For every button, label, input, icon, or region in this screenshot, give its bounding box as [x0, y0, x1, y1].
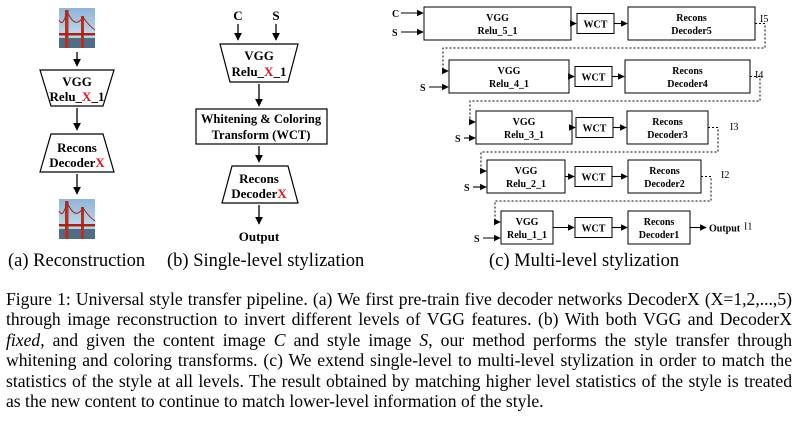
encoder-layer: Relu_2_1 — [506, 179, 546, 190]
encoder-layer: Relu_4_1 — [489, 79, 529, 90]
vgg-encoder-box — [423, 6, 572, 41]
decoder-name: DecoderX — [231, 186, 287, 201]
output-label: Output — [239, 229, 280, 244]
style-input-label: S — [392, 28, 398, 39]
style-input-label: S — [464, 183, 470, 194]
decoder-name: DecoderX — [49, 155, 105, 170]
intermediate-label: I4 — [755, 70, 763, 81]
encoder-title: VGG — [486, 13, 509, 24]
intermediate-label: I2 — [721, 170, 729, 181]
figure-caption: Figure 1: Universal style transfer pipel… — [6, 289, 792, 412]
decoder-name: Decoder4 — [667, 79, 708, 90]
wct-box — [195, 108, 328, 145]
style-input-label: S — [420, 83, 426, 94]
decoder-name: Decoder3 — [647, 130, 688, 141]
subcaption-c: (c) Multi-level stylization — [489, 251, 680, 271]
wct-label: WCT — [582, 73, 606, 84]
intermediate-label: I1 — [744, 222, 752, 233]
intermediate-label: I3 — [730, 122, 738, 133]
vgg-encoder-shape — [39, 69, 115, 107]
encoder-title: VGG — [244, 48, 274, 63]
decoder-box — [627, 210, 691, 245]
output-image-thumbnail — [58, 198, 96, 240]
decoder-title: Recons — [672, 66, 703, 77]
decoder-name: Decoder1 — [639, 230, 680, 241]
encoder-title: VGG — [516, 217, 539, 228]
vgg-encoder-box — [475, 110, 573, 145]
wct-line-1: Whitening & Coloring — [201, 112, 322, 126]
decoder-title: Recons — [239, 171, 279, 186]
decoder-box — [626, 110, 709, 145]
wct-line-2: Transform (WCT) — [212, 128, 311, 142]
style-input-label: S — [455, 134, 461, 145]
decoder-title: Recons — [652, 117, 683, 128]
vgg-encoder-shape — [219, 43, 299, 83]
encoder-title: VGG — [515, 166, 538, 177]
decoder-box — [627, 6, 756, 41]
encoder-layer: Relu_X_1 — [232, 64, 287, 79]
decoder-shape — [39, 133, 115, 173]
encoder-title: VGG — [513, 117, 536, 128]
decoder-title: Recons — [649, 166, 680, 177]
pipeline-figure: VGG Relu_X_1 Recons DecoderX C S VGG Rel… — [39, 6, 768, 245]
feedback-path — [494, 176, 712, 222]
decoder-shape — [221, 165, 299, 204]
style-input-label: S — [272, 8, 279, 23]
panel-a: VGG Relu_X_1 Recons DecoderX — [39, 7, 115, 240]
decoder-name: Decoder2 — [644, 179, 685, 190]
vgg-encoder-box — [448, 59, 570, 94]
subcaption-a: (a) Reconstruction — [8, 251, 146, 271]
decoder-title: Recons — [644, 217, 675, 228]
panel-b: C S VGG Relu_X_1 Whitening & Coloring Tr… — [195, 8, 328, 244]
decoder-title: Recons — [57, 140, 97, 155]
decoder-box — [627, 159, 702, 194]
style-input-label: S — [474, 234, 480, 245]
encoder-layer: Relu_1_1 — [507, 230, 547, 241]
feedback-path — [442, 23, 766, 71]
wct-label: WCT — [582, 173, 606, 184]
intermediate-label: I5 — [760, 14, 768, 25]
feedback-path — [480, 127, 719, 171]
output-label: Output — [709, 224, 741, 235]
vgg-encoder-box — [486, 159, 566, 194]
decoder-name: Decoder5 — [671, 26, 712, 37]
input-image-thumbnail — [58, 7, 96, 49]
subcaption-b: (b) Single-level stylization — [167, 251, 365, 271]
encoder-title: VGG — [498, 66, 521, 77]
wct-label: WCT — [584, 20, 608, 31]
panel-c: VGGRelu_5_1WCTReconsDecoder5SVGGRelu_4_1… — [392, 6, 768, 245]
content-input-label: C — [392, 9, 399, 20]
encoder-layer: Relu_X_1 — [50, 89, 105, 104]
vgg-encoder-box — [500, 210, 554, 245]
encoder-layer: Relu_3_1 — [504, 130, 544, 141]
content-input-label: C — [233, 8, 242, 23]
wct-label: WCT — [583, 124, 607, 135]
encoder-layer: Relu_5_1 — [478, 26, 518, 37]
wct-label: WCT — [582, 224, 606, 235]
decoder-title: Recons — [676, 13, 707, 24]
encoder-title: VGG — [62, 74, 92, 89]
